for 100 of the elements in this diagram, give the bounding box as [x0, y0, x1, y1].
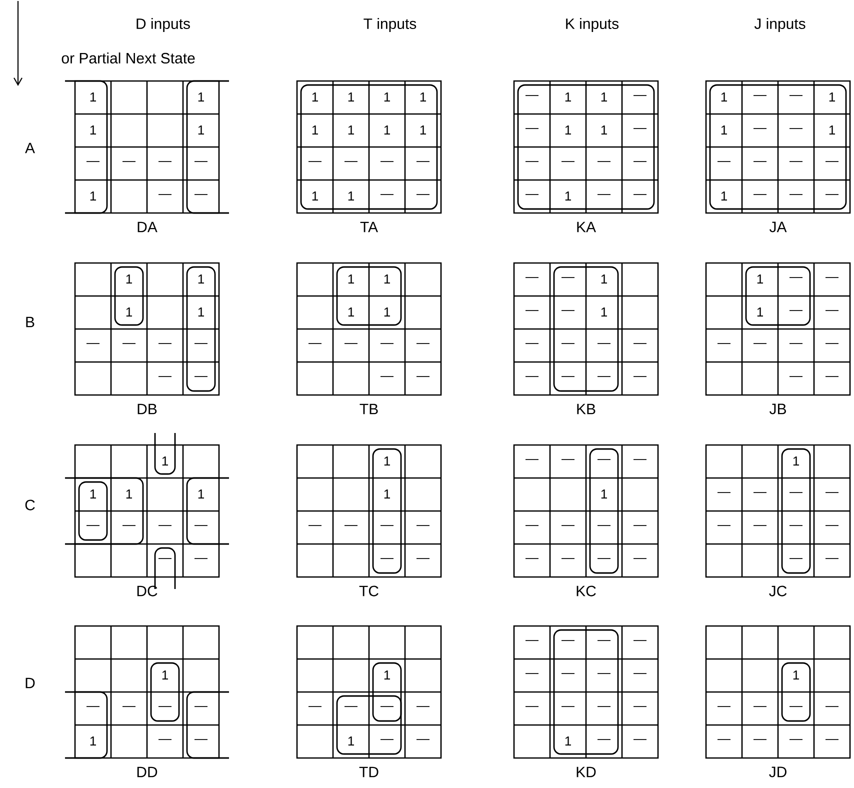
- cell-entry: 1: [348, 92, 354, 102]
- cell-entry: —: [634, 459, 646, 460]
- cell-entry: 1: [601, 308, 607, 316]
- cell-entry: —: [158, 739, 172, 740]
- cell-entry: —: [754, 492, 766, 493]
- cell-entry: —: [634, 558, 646, 559]
- map-label: TA: [360, 222, 378, 232]
- cell-entry: —: [718, 706, 730, 707]
- cell-entry: —: [122, 343, 136, 344]
- cell-entry: —: [598, 194, 610, 195]
- cell-entry: 1: [565, 126, 571, 134]
- map-label: JC: [769, 586, 787, 596]
- cell-entry: —: [826, 161, 838, 162]
- cell-entry: —: [86, 343, 100, 344]
- cell-entry: 1: [90, 192, 96, 200]
- cell-entry: —: [826, 706, 838, 707]
- cell-entry: —: [416, 376, 430, 377]
- cell-entry: —: [718, 739, 730, 740]
- cell-entry: —: [416, 706, 430, 707]
- cell-entry: —: [598, 673, 610, 674]
- cell-entry: —: [526, 459, 538, 460]
- cell-entry: 1: [348, 126, 354, 134]
- cell-entry: —: [790, 376, 802, 377]
- cell-entry: —: [754, 525, 766, 526]
- cell-entry: —: [562, 310, 574, 311]
- cell-entry: —: [634, 161, 646, 162]
- cell-entry: —: [158, 194, 172, 195]
- cell-entry: —: [598, 558, 610, 559]
- cell-entry: —: [194, 525, 208, 526]
- cell-entry: —: [634, 343, 646, 344]
- cell-entry: 1: [162, 670, 168, 680]
- cell-entry: —: [122, 525, 136, 526]
- cell-entry: —: [598, 376, 610, 377]
- cell-entry: —: [526, 673, 538, 674]
- cell-entry: —: [194, 376, 208, 377]
- cell-entry: —: [562, 706, 574, 707]
- cell-entry: —: [826, 194, 838, 195]
- cell-entry: 1: [384, 274, 390, 284]
- map-label: DD: [137, 766, 158, 778]
- cell-entry: 1: [420, 92, 426, 102]
- cell-entry: —: [526, 343, 538, 344]
- cell-entry: 1: [420, 126, 426, 134]
- cell-entry: —: [634, 95, 646, 96]
- cell-entry: —: [526, 640, 538, 641]
- cell-entry: 1: [198, 126, 204, 134]
- cell-entry: —: [526, 310, 538, 311]
- column-heading: T inputs: [364, 18, 416, 32]
- cell-entry: —: [562, 343, 574, 344]
- cell-entry: —: [308, 161, 322, 162]
- map-label: DC: [137, 586, 158, 596]
- cell-entry: —: [718, 161, 730, 162]
- cell-entry: —: [194, 739, 208, 740]
- cell-entry: —: [562, 640, 574, 641]
- cell-entry: —: [754, 161, 766, 162]
- cell-entry: 1: [721, 192, 727, 200]
- cell-entry: —: [526, 277, 538, 278]
- cell-entry: 1: [90, 126, 96, 134]
- map-label: KD: [576, 766, 596, 778]
- cell-entry: —: [826, 492, 838, 493]
- cell-entry: 1: [601, 490, 607, 498]
- cell-entry: —: [562, 459, 574, 460]
- cell-entry: —: [826, 739, 838, 740]
- cell-entry: —: [598, 640, 610, 641]
- cell-entry: —: [790, 128, 802, 129]
- row-label: A: [25, 142, 35, 154]
- cell-entry: 1: [90, 736, 96, 746]
- cell-entry: 1: [793, 670, 799, 680]
- cell-entry: 1: [721, 92, 727, 102]
- cell-entry: —: [158, 343, 172, 344]
- cell-entry: —: [718, 492, 730, 493]
- cell-entry: —: [790, 310, 802, 311]
- cell-entry: —: [826, 277, 838, 278]
- cell-entry: 1: [384, 308, 390, 316]
- cell-entry: —: [86, 525, 100, 526]
- cell-entry: —: [634, 739, 646, 740]
- cell-entry: —: [598, 706, 610, 707]
- cell-entry: 1: [384, 456, 390, 466]
- cell-entry: 1: [198, 92, 204, 102]
- cell-entry: —: [526, 706, 538, 707]
- cell-entry: —: [790, 161, 802, 162]
- map-label: DB: [138, 404, 157, 414]
- cell-entry: —: [158, 558, 172, 559]
- map-label: DA: [138, 222, 158, 232]
- cell-entry: 1: [312, 126, 318, 134]
- cell-entry: —: [754, 95, 766, 96]
- cell-entry: —: [562, 161, 574, 162]
- cell-entry: —: [754, 706, 766, 707]
- cell-entry: —: [718, 343, 730, 344]
- cell-entry: —: [598, 343, 610, 344]
- cell-entry: 1: [757, 274, 763, 284]
- cell-entry: —: [526, 525, 538, 526]
- cell-entry: 1: [757, 308, 763, 316]
- cell-entry: —: [634, 640, 646, 641]
- cell-entry: —: [344, 161, 358, 162]
- cell-entry: 1: [793, 456, 799, 466]
- cell-entry: —: [562, 673, 574, 674]
- map-label: JA: [770, 222, 787, 232]
- cell-entry: —: [790, 739, 802, 740]
- cell-entry: —: [754, 194, 766, 195]
- cell-entry: 1: [198, 308, 204, 316]
